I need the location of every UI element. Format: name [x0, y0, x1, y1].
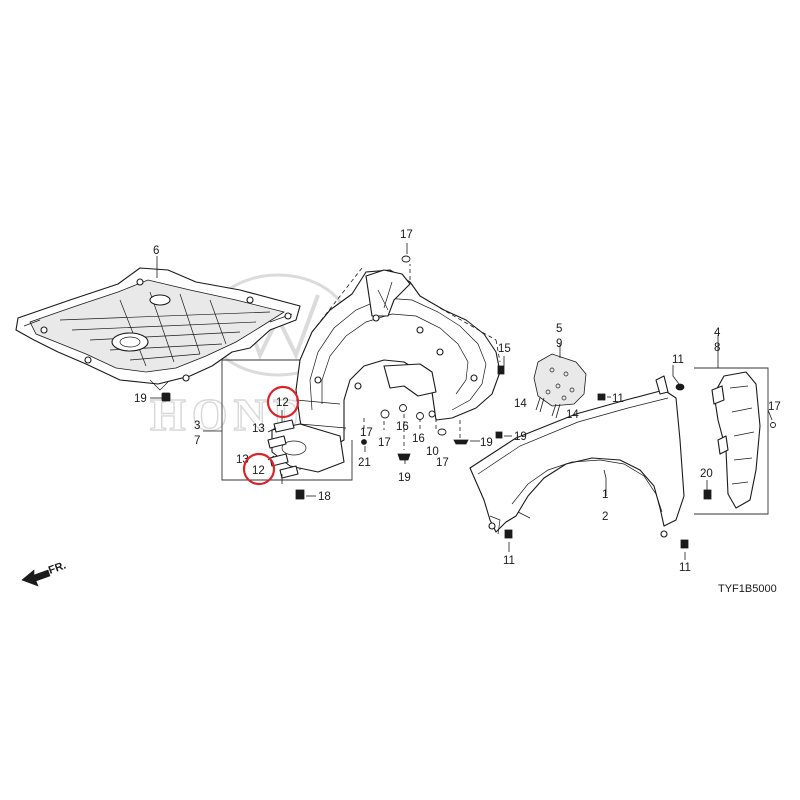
callout-14a: 14	[514, 398, 527, 410]
callout-19-lower: 19	[398, 472, 411, 484]
callout-3: 3	[194, 420, 200, 432]
screw-16a	[399, 404, 407, 412]
callout-16a: 16	[396, 421, 409, 433]
callout-17-mid: 17	[360, 427, 373, 439]
clip-14b	[551, 403, 561, 419]
front-fender-part	[469, 375, 685, 538]
callout-19-right: 19	[514, 431, 527, 443]
bolt-17-under	[380, 409, 390, 419]
callout-7: 7	[194, 435, 200, 447]
callout-5: 5	[556, 323, 562, 335]
callout-17-far: 17	[768, 401, 781, 413]
clip-19-right	[495, 431, 503, 439]
highlight-circles	[242, 385, 300, 486]
highlight-circle-12-upper	[266, 385, 300, 419]
fasteners	[161, 255, 776, 549]
callout-8: 8	[714, 342, 720, 354]
highlight-circle-12-lower	[242, 452, 276, 486]
bolt-17-right	[437, 428, 447, 436]
callout-6: 6	[153, 245, 159, 257]
callout-11c: 11	[503, 555, 515, 567]
callout-4: 4	[714, 327, 721, 339]
front-label: FR.	[47, 559, 68, 576]
clip-19-lower	[397, 453, 411, 461]
callout-11b: 11	[672, 354, 684, 366]
callout-19-liner: 19	[480, 437, 493, 449]
clip-15	[497, 365, 505, 375]
detail-box-3-7	[221, 359, 353, 481]
bolt-11b	[675, 383, 685, 391]
callout-9: 9	[556, 338, 562, 350]
bolt-18	[295, 489, 305, 500]
clip-17-right	[770, 422, 776, 428]
callout-13-upper: 13	[252, 423, 265, 435]
screw-16b	[416, 412, 424, 420]
under-cover-part	[15, 267, 301, 391]
clip-19-liner	[453, 439, 469, 445]
callout-20: 20	[700, 468, 713, 480]
callout-11a: 11	[612, 393, 624, 405]
callout-14b: 14	[566, 409, 579, 421]
callout-12-upper: 12	[276, 397, 289, 409]
fender-seal-part	[694, 367, 769, 515]
fender-liner-part	[295, 264, 501, 470]
bolt-11c	[504, 529, 513, 539]
callout-19: 19	[134, 393, 147, 405]
callout-11d: 11	[679, 562, 691, 574]
front-arrow-icon	[21, 569, 51, 587]
bolt-17-mid	[361, 439, 367, 445]
diagram-code: TYF1B5000	[718, 583, 777, 595]
clip-20	[703, 489, 712, 500]
screw-10	[428, 410, 436, 418]
callout-2: 2	[602, 511, 608, 523]
bracket-5-9-part	[533, 353, 587, 407]
callout-12-lower: 12	[252, 465, 265, 477]
callout-15: 15	[498, 343, 511, 355]
bolt-17-top	[401, 255, 411, 263]
callout-17-right: 17	[436, 457, 449, 469]
callout-10: 10	[426, 446, 439, 458]
callout-17-under: 17	[378, 437, 391, 449]
bolt-11d	[680, 539, 689, 549]
front-direction-indicator: FR.	[21, 559, 68, 587]
callout-21: 21	[358, 457, 371, 469]
clip-14a	[535, 397, 545, 413]
callout-16b: 16	[412, 433, 425, 445]
callout-1: 1	[602, 489, 608, 501]
callout-17-top: 17	[400, 229, 413, 241]
leader-lines	[150, 243, 773, 560]
clip-19-left	[161, 392, 171, 402]
bolt-11a	[597, 393, 606, 401]
callout-labels: 6 19 3 7 12 13 13 12 18 17 21 17 17 16 1…	[134, 229, 781, 574]
splash-shield-part	[267, 419, 345, 479]
callout-18: 18	[318, 491, 331, 503]
